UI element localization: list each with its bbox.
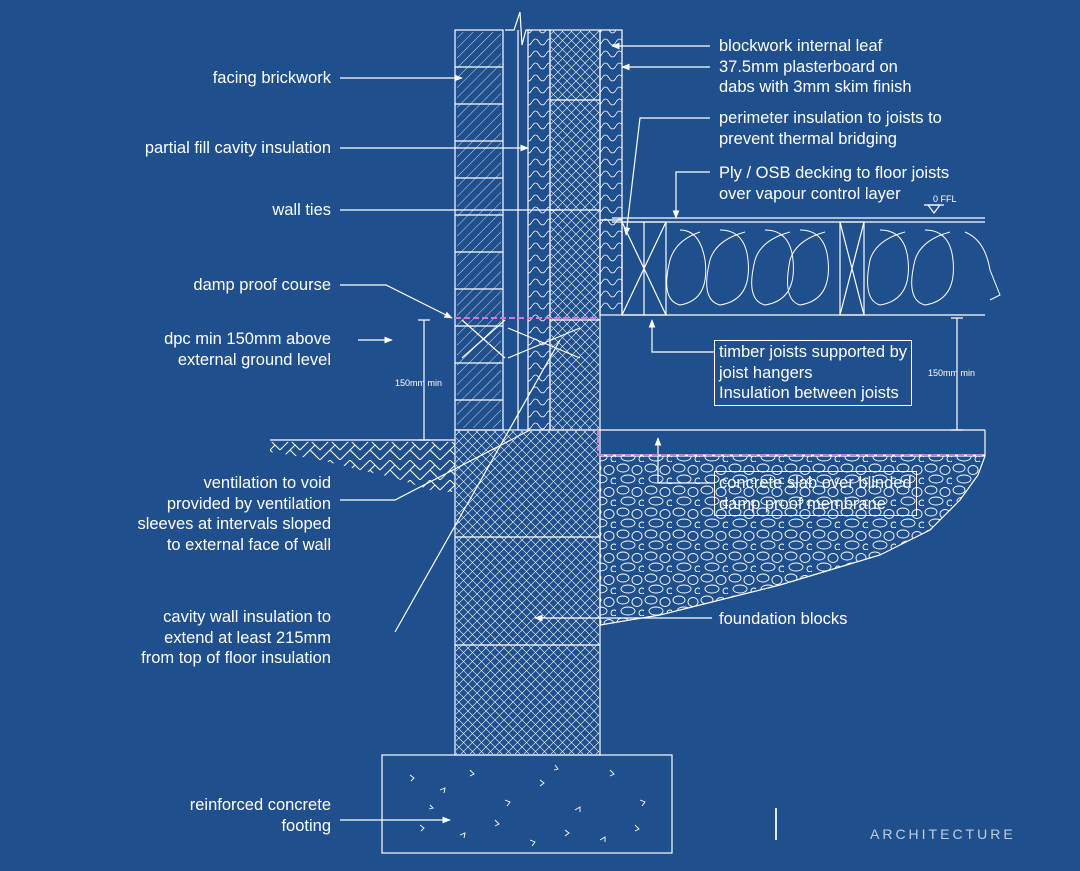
- wall-ties-symbol: [461, 319, 506, 359]
- leader-ply-osb: [672, 171, 710, 219]
- label-perimeter-insulation: perimeter insulation to joists to preven…: [719, 109, 942, 148]
- footing-aggregate: [409, 764, 646, 847]
- joist-insulation: [666, 229, 1001, 306]
- brand-watermark: ARCHITECTURE: [870, 826, 1016, 842]
- joist: [839, 221, 865, 316]
- label-foundation-blocks: foundation blocks: [719, 610, 848, 628]
- leader-dpc: [340, 284, 453, 319]
- external-ground: [270, 442, 455, 492]
- cavity-trays: [507, 327, 581, 359]
- leader-slab: [654, 437, 715, 484]
- hardcore-fill: [599, 455, 986, 626]
- label-ply-osb: Ply / OSB decking to floor joists over v…: [719, 164, 950, 203]
- label-facing-brickwork: facing brickwork: [212, 69, 331, 87]
- label-dpc-min: dpc min 150mm above external ground leve…: [164, 330, 331, 369]
- label-footing: reinforced concrete footing: [189, 796, 331, 835]
- label-concrete-slab: concrete slab over blinded damp proof me…: [714, 471, 917, 517]
- dim-text-left: 150mm min: [395, 378, 443, 388]
- label-timber-joists: timber joists supported by joist hangers…: [714, 340, 913, 406]
- reinforced-concrete-footing: [381, 754, 673, 854]
- ffl-text: 0 FFL: [933, 194, 957, 204]
- label-blockwork: blockwork internal leaf 37.5mm plasterbo…: [719, 37, 912, 97]
- label-partial-fill: partial fill cavity insulation: [144, 139, 331, 157]
- label-damp-proof-course: damp proof course: [193, 276, 331, 294]
- leader-ventilation: [340, 429, 531, 501]
- break-line: [505, 11, 530, 46]
- label-cavity-wall-insulation: cavity wall insulation to extend at leas…: [141, 608, 331, 668]
- label-wall-ties: wall ties: [272, 201, 331, 219]
- perimeter-insulation: [599, 219, 623, 316]
- leader-perimeter: [623, 117, 710, 236]
- label-ventilation: ventilation to void provided by ventilat…: [137, 474, 331, 554]
- leader-cavity-wall-insulation: [394, 339, 561, 633]
- dim-text-right: 150mm min: [928, 368, 976, 378]
- plasterboard: [599, 29, 623, 221]
- partial-fill-insulation: [527, 29, 551, 431]
- leader-joists: [648, 319, 715, 353]
